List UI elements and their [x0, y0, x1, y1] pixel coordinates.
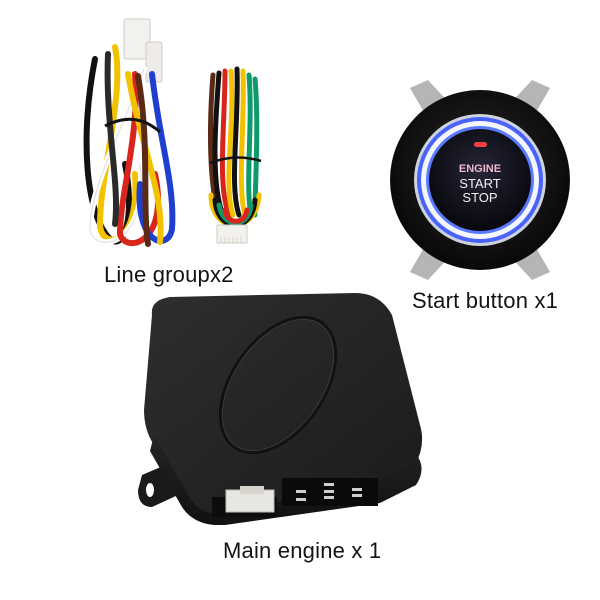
main-engine-module	[130, 285, 430, 525]
wire-harness-large	[80, 14, 190, 254]
wire-harness-small	[205, 65, 265, 250]
button-label-start: START	[459, 176, 501, 191]
line-group-caption: Line groupx2	[104, 262, 234, 287]
main-engine-caption: Main engine x 1	[223, 538, 382, 563]
button-label-engine: ENGINE	[458, 163, 502, 175]
start-button-caption: Start button x1	[412, 288, 559, 313]
start-stop-button: ENGINE START STOP	[380, 80, 580, 280]
button-label-stop: STOP	[462, 190, 498, 205]
